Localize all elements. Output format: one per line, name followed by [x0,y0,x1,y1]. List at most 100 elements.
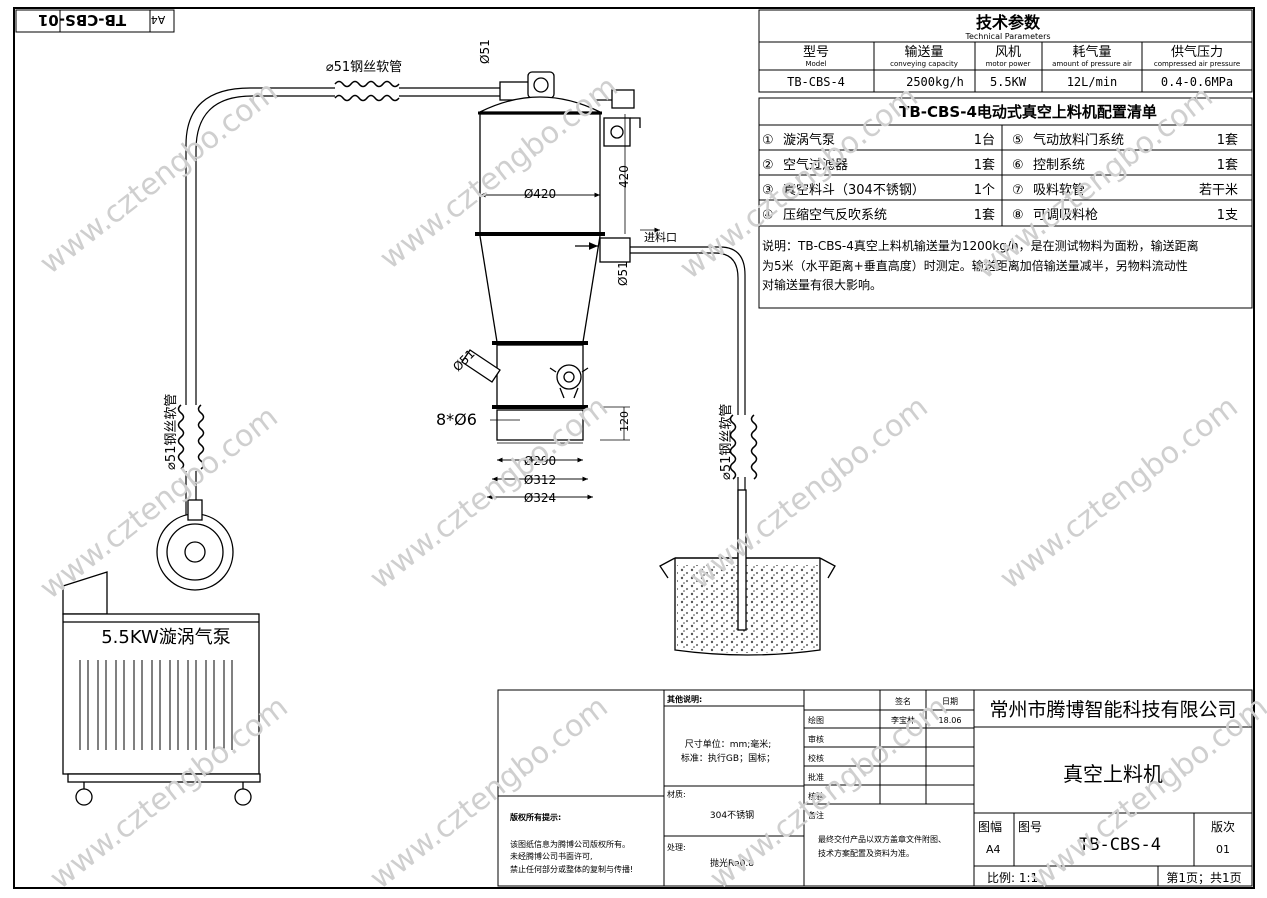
watermark-8: www.cztengbo.com [993,389,1244,596]
corner-size: A4 [151,13,166,26]
watermark-1: www.cztengbo.com [33,74,284,281]
config-note-line-2: 为5米（水平距离+垂直高度）时测定。输送距离加倍输送量减半，另物料流动性 [762,258,1188,273]
treatment-label: 处理: [667,842,686,852]
revision-label: 版次 [1211,820,1235,834]
cfg-no-8: ⑧ [1012,208,1024,223]
config-note-line-1: 说明：TB-CBS-4真空上料机输送量为1200kg/h，是在测试物料为面粉，输… [762,238,1199,253]
dim-h120: 120 [618,411,631,432]
pump-vents [79,660,233,750]
unit-line-1: 尺寸单位：mm;毫米; [685,738,772,750]
corner-title-block: TB-CBS-01 A4 [15,9,175,33]
cfg-qty-1: 1台 [974,133,995,148]
col-pressure-en: compressed air pressure [1154,60,1240,68]
col-motor-en: motor power [986,60,1031,68]
company-name: 常州市腾博智能科技有限公司 [989,699,1236,721]
copyright-title: 版权所有提示: [509,812,561,822]
tech-params-table: 技术参数 Technical Parameters 型号 Model TB-CB… [758,9,1253,93]
col-model-en: Model [805,60,826,68]
cfg-name-4: 压缩空气反吹系统 [783,207,887,223]
col-model-cn: 型号 [803,45,829,60]
pump-label: 5.5KW漩涡气泵 [101,627,231,648]
role-review: 审核 [808,734,824,744]
hose-left-label: ⌀51钢丝软管 [164,394,179,470]
drawing-no: TB-CBS-4 [1079,835,1161,855]
cfg-name-5: 气动放料门系统 [1033,132,1124,148]
cfg-no-6: ⑥ [1012,158,1024,173]
hose-coil-left [177,404,205,471]
cfg-no-4: ④ [762,208,774,223]
sheet-border [13,7,1255,889]
inlet-label: 进料口 [644,230,677,244]
drawer-name: 李宝林 [891,715,915,725]
cfg-qty-2: 1套 [974,157,995,173]
role-verify: 核验 [808,791,824,801]
val-pressure: 0.4-0.6MPa [1161,75,1233,89]
cfg-name-6: 控制系统 [1033,158,1085,173]
sign-header: 签名 [895,696,911,706]
remark-line-2: 技术方案配置及资料为准。 [818,848,914,858]
col-motor-cn: 风机 [995,45,1021,60]
config-note-line-3: 对输送量有很大影响。 [762,277,882,292]
revision: 01 [1216,843,1230,856]
cfg-name-7: 吸料软管 [1033,183,1085,198]
val-model: TB-CBS-4 [787,75,845,89]
scale-label: 比例: 1:1 [987,871,1038,885]
draw-date: 18.06 [939,716,962,725]
hose-top-label: ⌀51钢丝软管 [326,60,402,75]
copyright-line-2: 未经腾博公司书面许可, [510,851,593,861]
cfg-no-1: ① [762,133,774,148]
hose-coil-right [729,414,758,480]
col-air-cn: 耗气量 [1072,44,1111,60]
cfg-no-2: ② [762,158,774,173]
dim-d324: Ø324 [524,491,556,505]
treatment-value: 抛光Ra0.8 [710,857,754,869]
config-list-table: TB-CBS-4电动式真空上料机配置清单 ① 漩涡气泵 1台 ② 空气过滤器 1… [758,97,1253,309]
hose-routing [185,87,746,610]
copyright-line-3: 禁止任何部分或整体的复制与传播! [510,864,633,874]
dim-d51-inlet: Ø51 [616,261,630,286]
material-value: 304不锈钢 [710,809,754,821]
watermark-5: www.cztengbo.com [33,399,284,606]
dim-d420: Ø420 [524,187,556,201]
cfg-no-5: ⑤ [1012,133,1024,148]
cfg-no-3: ③ [762,183,774,198]
cfg-qty-7: 若干米 [1199,182,1238,198]
vacuum-hopper [461,71,641,441]
remark-label: 备注 [808,810,824,820]
hose-coil-top [334,80,400,102]
other-notes-title: 其他说明: [667,694,702,704]
tech-params-title: 技术参数 [976,13,1041,32]
hopper-dimensions [480,114,660,500]
dim-h420: 420 [617,165,631,188]
corner-drawing-no: TB-CBS-01 [38,11,126,29]
cfg-name-8: 可调吸料枪 [1033,207,1098,223]
sheet-size-label: 图幅 [978,819,1002,834]
cfg-qty-8: 1支 [1217,208,1238,223]
dim-d312: Ø312 [524,473,556,487]
cfg-name-1: 漩涡气泵 [783,132,835,148]
tech-params-subtitle: Technical Parameters [964,32,1050,41]
val-capacity: 2500kg/h [906,75,964,89]
col-pressure-cn: 供气压力 [1171,44,1223,60]
cfg-qty-6: 1套 [1217,157,1238,173]
role-check: 校核 [808,753,824,763]
col-capacity-cn: 输送量 [904,44,943,60]
role-draw: 绘图 [808,715,824,725]
page-label: 第1页；共1页 [1166,871,1241,885]
dim-d51-top: Ø51 [478,39,492,64]
cfg-qty-5: 1套 [1217,132,1238,148]
dim-holes: 8*Ø6 [436,410,477,429]
title-block [497,689,1253,887]
config-title: TB-CBS-4电动式真空上料机配置清单 [899,103,1157,121]
cfg-qty-4: 1套 [974,207,995,223]
val-motor: 5.5KW [990,75,1027,89]
product-name: 真空上料机 [1063,762,1163,786]
role-approve: 批准 [808,772,824,782]
cfg-no-7: ⑦ [1012,183,1024,198]
col-air-en: amount of pressure air [1052,60,1132,68]
cfg-name-2: 空气过滤器 [783,157,848,173]
hose-right-label: ⌀51钢丝软管 [719,404,734,480]
dim-d290: Ø290 [524,454,556,468]
col-capacity-en: conveying capacity [890,60,958,68]
